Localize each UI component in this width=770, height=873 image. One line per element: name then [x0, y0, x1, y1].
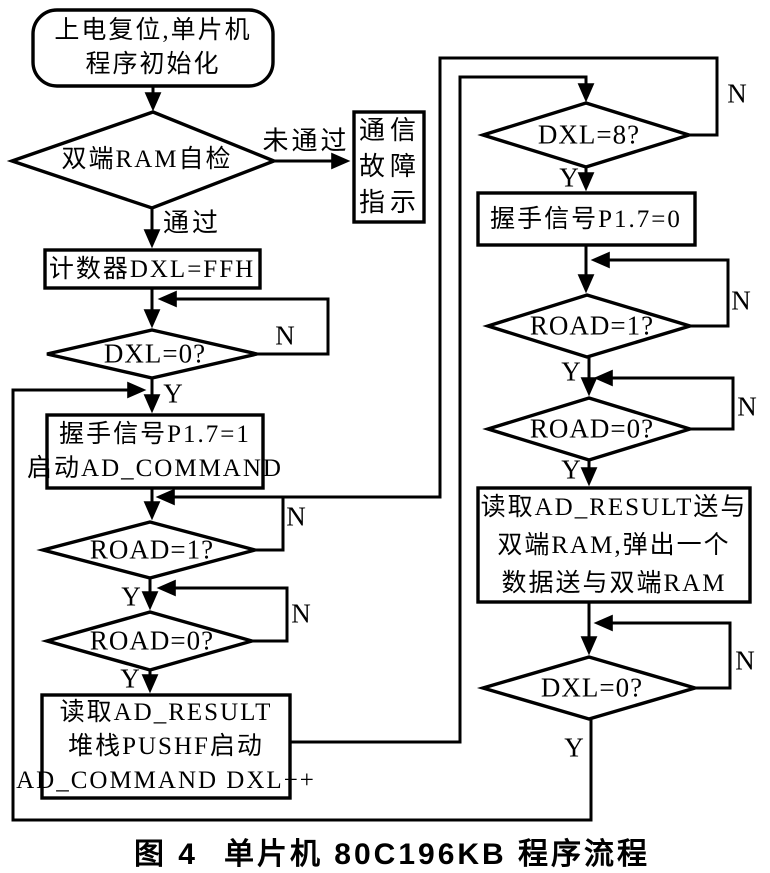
node-dxl0-right-shape — [476, 655, 702, 721]
yes-label-road0-right: Y — [561, 454, 581, 485]
node-start-shape — [31, 8, 275, 88]
readpush-line-3: AD_COMMAND DXL++ — [16, 767, 316, 794]
edge-readpush-to-dxl8 — [290, 75, 595, 744]
road1-left-label: ROAD=1? — [89, 534, 215, 565]
road0-left-label: ROAD=0? — [89, 625, 215, 656]
fault-line-1: 通信 — [358, 116, 422, 145]
node-road1-left-shape — [36, 520, 262, 580]
road0-right-label: ROAD=0? — [529, 413, 655, 444]
start-node-label: 上电复位,单片机 程序初始化 — [54, 14, 251, 82]
node-ramcheck-shape — [6, 110, 279, 210]
node-road1-right-shape — [482, 293, 696, 359]
handshake0-label: 握手信号P1.7=0 — [490, 206, 682, 233]
start-line-1: 上电复位,单片机 — [54, 17, 252, 44]
node-handshake0-shape — [476, 191, 697, 247]
fault-node-label: 通信 故障 指示 — [359, 113, 421, 221]
edge-label-pass: 通过 — [162, 208, 222, 238]
figure-caption: 图 4 单片机 80C196KB 程序流程 — [134, 829, 650, 873]
yes-label-dxl8: Y — [559, 162, 579, 193]
readsend-label: 读取AD_RESULT送与 双端RAM,弹出一个 数据送与双端RAM — [481, 489, 748, 603]
yes-label-road1-left: Y — [121, 581, 141, 612]
yes-label-road1-right: Y — [561, 356, 581, 387]
edge-dxl0-right-yes-return — [11, 381, 593, 822]
handshake1-line-1: 握手信号P1.7=1 — [59, 421, 251, 448]
edge-label-fail: 未通过 — [262, 126, 350, 156]
no-label-road0-right: N — [737, 391, 757, 422]
node-road0-right-shape — [482, 396, 696, 462]
counter-label: 计数器DXL=FFH — [48, 256, 256, 283]
readpush-line-1: 读取AD_RESULT — [59, 699, 273, 726]
readsend-line-1: 读取AD_RESULT送与 — [480, 494, 748, 521]
figure-caption-title: 单片机 80C196KB 程序流程 — [223, 838, 651, 871]
readsend-line-3: 数据送与双端RAM — [501, 570, 727, 597]
loop-dxl0-right-no — [593, 614, 732, 690]
start-line-2: 程序初始化 — [85, 51, 221, 78]
readpush-label: 读取AD_RESULT 堆栈PUSHF启动 AD_COMMAND DXL++ — [16, 696, 316, 798]
node-dxl8-shape — [477, 101, 695, 169]
node-counter-shape — [43, 248, 262, 290]
loop-dxl0-left-no — [157, 290, 330, 356]
no-label-dxl0-left: N — [275, 320, 295, 351]
loop-road0-right-no — [593, 369, 735, 431]
handshake1-label: 握手信号P1.7=1 启动AD_COMMAND — [27, 418, 283, 486]
road1-right-label: ROAD=1? — [529, 310, 655, 341]
ramcheck-label: 双端RAM自检 — [61, 146, 233, 173]
node-handshake1-shape — [45, 413, 265, 490]
readpush-line-2: 堆栈PUSHF启动 — [68, 733, 264, 760]
no-label-dxl8: N — [727, 78, 747, 109]
node-readpush-shape — [40, 693, 292, 800]
yes-label-dxl0-right: Y — [564, 732, 584, 763]
dxl8-label: DXL=8? — [537, 119, 641, 150]
no-label-road0-left: N — [291, 598, 311, 629]
fault-line-3: 指示 — [358, 188, 422, 217]
loop-road1-left-no — [255, 498, 285, 552]
dxl0-right-label: DXL=0? — [540, 672, 644, 703]
figure-caption-number: 图 4 — [133, 838, 198, 871]
no-label-road1-left: N — [286, 501, 306, 532]
node-dxl0-left-shape — [46, 328, 258, 380]
no-label-dxl0-right: N — [735, 645, 755, 676]
edge-dxl8-no-return — [155, 56, 719, 506]
loop-road1-right-no — [590, 251, 730, 328]
no-label-road1-right: N — [731, 285, 751, 316]
readsend-line-2: 双端RAM,弹出一个 — [497, 532, 731, 559]
node-readsend-shape — [476, 486, 752, 604]
node-fault-shape — [352, 110, 426, 224]
dxl0-left-label: DXL=0? — [103, 338, 207, 369]
fault-line-2: 故障 — [358, 152, 422, 181]
loop-road0-left-no — [156, 579, 289, 643]
yes-label-dxl0-left: Y — [163, 378, 183, 409]
handshake1-line-2: 启动AD_COMMAND — [27, 455, 283, 482]
yes-label-road0-left: Y — [120, 663, 140, 694]
node-road0-left-shape — [40, 610, 259, 672]
